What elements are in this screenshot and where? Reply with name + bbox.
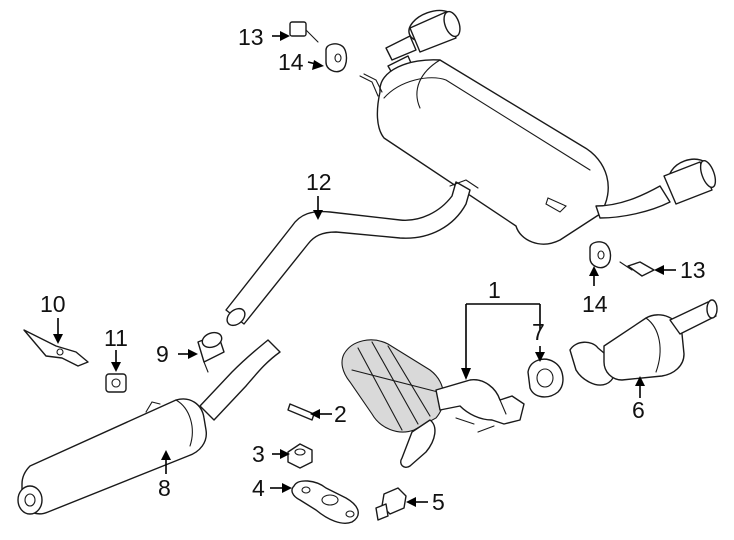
intermediate-pipe [225,179,479,327]
gasket-4 [291,480,359,524]
bolt-5 [375,487,407,521]
callout-14-top: 14 [278,49,304,75]
callout-12: 12 [306,169,332,195]
callout-9: 9 [156,341,169,367]
leader-lines [53,31,676,507]
oxygen-sensor [197,331,225,373]
callout-4: 4 [252,475,265,501]
hanger-bracket [23,329,89,367]
callout-14-right: 14 [582,291,608,317]
callout-13-top: 13 [238,24,264,50]
callout-3: 3 [252,441,265,467]
callout-2: 2 [334,401,347,427]
insulator-14-top [325,43,348,73]
callout-1: 1 [488,277,501,303]
callout-13-right: 13 [680,257,706,283]
callout-6: 6 [632,397,645,423]
insulator-11 [105,373,127,393]
insulator-14-right [589,241,612,269]
callout-11: 11 [104,325,128,351]
nut-3 [287,443,313,469]
callout-10: 10 [40,291,66,317]
front-resonator [17,339,281,515]
rear-muffler [359,9,717,245]
clamp-13-right [619,261,655,277]
callout-labels: 1 2 3 4 5 6 7 8 9 10 11 12 13 13 14 14 [40,24,706,515]
callout-5: 5 [432,489,445,515]
clamp-13-top [289,21,319,43]
callout-7: 7 [532,319,545,345]
callout-8: 8 [158,475,171,501]
flange-gasket [527,358,564,398]
catalytic-converter [341,339,525,468]
stud-2 [287,403,315,421]
flex-pipe [569,299,718,386]
